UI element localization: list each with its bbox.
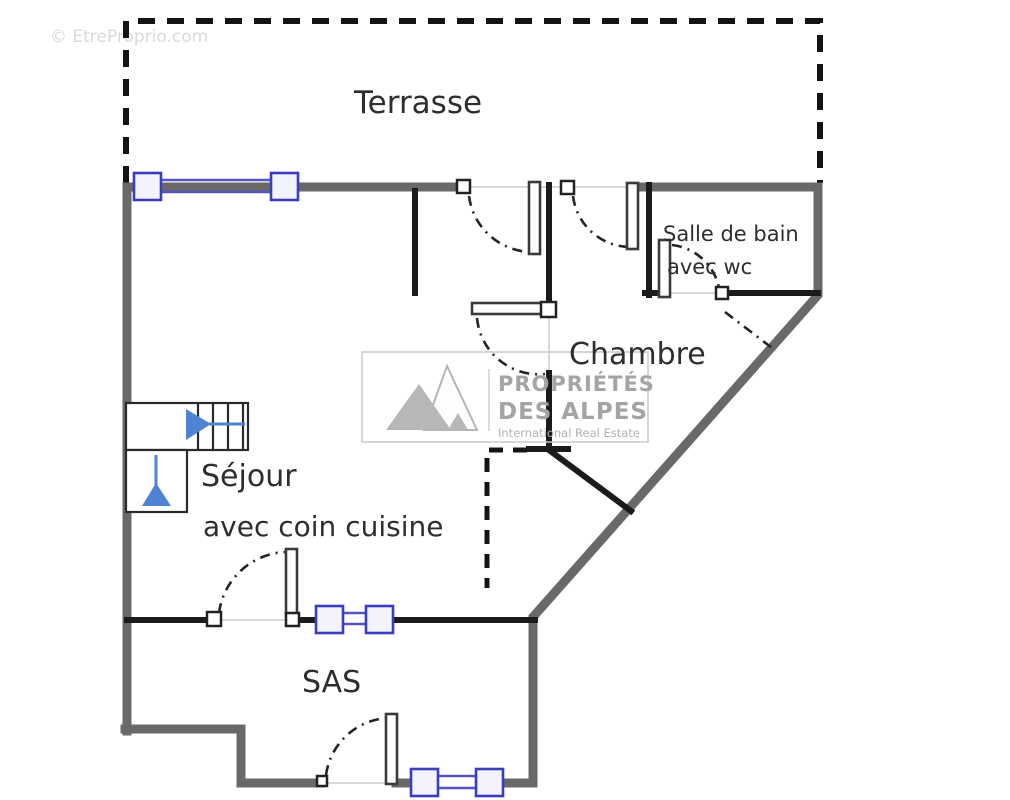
interior-walls <box>124 182 821 623</box>
stairs <box>124 401 250 514</box>
door-leaf-bathroom <box>657 238 672 299</box>
door-arc-sas <box>217 550 289 614</box>
room-label-avec-coin-cuisine: avec coin cuisine <box>203 510 443 543</box>
door-leaf-entrance <box>384 712 399 786</box>
window-box <box>269 171 300 202</box>
kitchen-dashed-partition <box>484 447 527 588</box>
brand-tagline: International Real Estate <box>498 426 640 440</box>
window-box <box>474 767 505 798</box>
chambre-diagonal-wall <box>544 445 636 516</box>
door-arc-bathroom-extra <box>724 310 777 353</box>
door-marker <box>205 610 223 628</box>
exterior-walls <box>120 182 823 788</box>
room-label-salle-de-bain: Salle de bain <box>663 222 799 246</box>
windows <box>132 171 505 798</box>
door-marker <box>315 774 329 788</box>
door-leaf-sas <box>284 547 299 618</box>
stairs-right-arrow-icon <box>186 409 211 440</box>
door-marker <box>284 611 301 628</box>
brand-line1: PROPRIÉTÉS <box>498 371 655 396</box>
door-arc-entrance <box>324 716 389 776</box>
door-marker <box>539 300 558 319</box>
door-leaves <box>284 180 672 786</box>
window-box <box>314 604 345 635</box>
brand-line2: DES ALPES <box>498 399 648 425</box>
terrace-dashed-boundary <box>123 18 823 183</box>
door-marker <box>714 285 730 301</box>
door-marker <box>559 179 576 196</box>
window-box <box>364 604 395 635</box>
room-label-sas: SAS <box>302 665 361 700</box>
door-leaf-hall-left <box>527 180 542 256</box>
door-marker <box>455 178 472 195</box>
wall-bottom-left-step <box>120 724 325 788</box>
door-markers <box>205 178 730 788</box>
window-connectors <box>161 178 476 790</box>
room-label-avec-wc: avec wc <box>667 255 752 279</box>
room-label-terrasse: Terrasse <box>353 85 482 121</box>
door-arcs <box>217 195 777 776</box>
stairs-up-arrow-icon <box>142 483 171 506</box>
brand-watermark: PROPRIÉTÉS DES ALPES International Real … <box>361 351 655 443</box>
window-box <box>409 767 440 798</box>
wall-top-right-diagonal <box>495 182 823 788</box>
site-watermark: © EtreProprio.com <box>50 27 208 47</box>
window-frames <box>132 171 505 798</box>
door-arc-chambre-entry <box>571 195 632 249</box>
door-arc-bathroom <box>671 243 721 289</box>
window-box <box>132 171 163 202</box>
door-arc-chambre-sejour <box>475 317 546 376</box>
room-label-sejour: Séjour <box>201 459 297 494</box>
mountains-icon <box>386 363 479 431</box>
wall-left-and-top <box>122 182 464 736</box>
door-arc-hall-left <box>467 195 533 254</box>
room-label-chambre: Chambre <box>569 337 706 372</box>
brand-watermark-box <box>361 351 649 443</box>
door-leaf-chambre-entry <box>625 181 640 251</box>
door-leaf-chambre-sejour <box>470 301 544 316</box>
